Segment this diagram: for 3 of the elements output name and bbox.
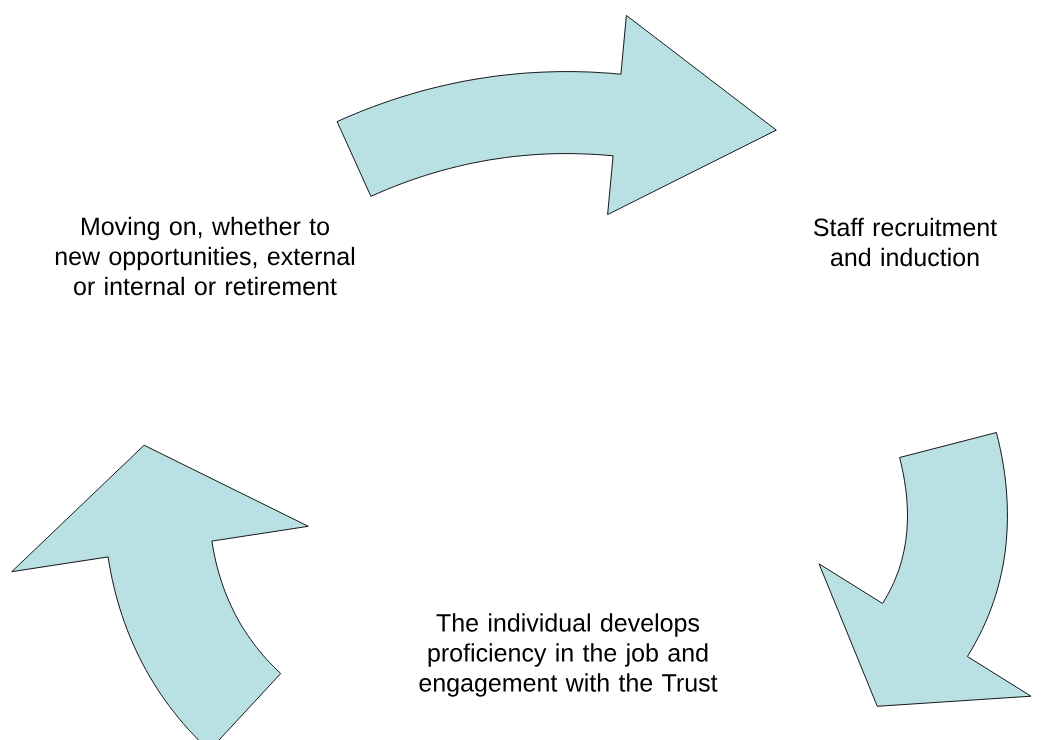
stage-label: Moving on, whether to new opportunities, external or internal or retirement [55,216,355,296]
stage-label: The individual develops proficiency in the job and engagement with the Trust [419,613,718,697]
stage-label: Staff recruitment and induction [813,217,997,267]
